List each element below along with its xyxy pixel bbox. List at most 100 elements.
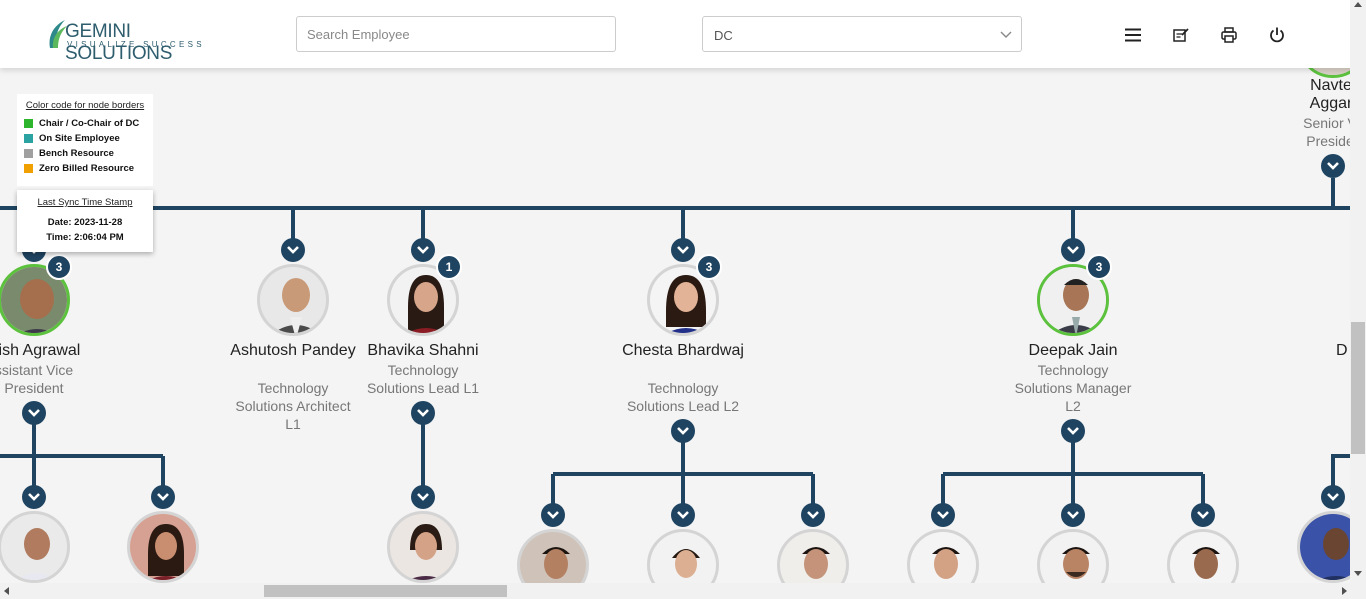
connector-lines — [0, 178, 1350, 506]
expand-button[interactable] — [541, 503, 565, 527]
employee-photo-chesta[interactable] — [647, 264, 719, 336]
color-legend: Color code for node borders Chair / Co-C… — [17, 94, 153, 186]
employee-photo[interactable] — [1297, 511, 1350, 583]
vertical-scrollbar[interactable] — [1350, 0, 1366, 583]
expand-button[interactable] — [281, 238, 305, 262]
expand-button[interactable] — [1191, 503, 1215, 527]
chevron-down-icon — [1327, 493, 1339, 501]
employee-photo[interactable] — [387, 511, 459, 583]
horizontal-scrollbar[interactable] — [0, 583, 1366, 599]
logo-tagline: VISUALIZE SUCCESS — [67, 40, 205, 49]
sync-timestamp-box: Last Sync Time Stamp Date: 2023-11-28 Ti… — [17, 190, 153, 252]
expand-button[interactable] — [671, 419, 695, 443]
avatar-icon — [260, 267, 326, 333]
employee-title: Technology Solutions Manager L2 — [1014, 362, 1132, 414]
print-button[interactable] — [1218, 24, 1240, 46]
employee-photo[interactable] — [127, 511, 199, 583]
employee-title: Technology Solutions Lead L1 — [366, 362, 480, 396]
department-select[interactable]: DC — [702, 16, 1022, 52]
chevron-down-icon — [417, 493, 429, 501]
top-header: GEMINI SOLUTIONS VISUALIZE SUCCESS DC — [0, 0, 1366, 68]
logout-button[interactable] — [1266, 24, 1288, 46]
employee-name[interactable]: Bhavika Shahni — [367, 342, 479, 359]
org-chart-canvas[interactable]: Navtes Aggarv Senior V Preside 3 nish Ag… — [0, 68, 1350, 583]
avatar-icon — [1040, 532, 1106, 583]
grey-swatch — [24, 149, 33, 158]
horizontal-scroll-thumb[interactable] — [264, 585, 507, 597]
power-icon — [1270, 27, 1284, 43]
avatar-icon — [1, 514, 67, 580]
expand-button[interactable] — [671, 238, 695, 262]
sync-time: Time: 2:06:04 PM — [46, 232, 124, 243]
expand-button[interactable] — [151, 485, 175, 509]
employee-name[interactable]: Chesta Bhardwaj — [622, 342, 744, 359]
chevron-down-icon — [417, 409, 429, 417]
gemini-logo[interactable]: GEMINI SOLUTIONS VISUALIZE SUCCESS — [47, 18, 217, 64]
chevron-down-icon — [1067, 511, 1079, 519]
employee-photo[interactable] — [777, 529, 849, 583]
scroll-up-arrow-icon[interactable] — [1354, 2, 1362, 7]
legend-item-zero-billed: Zero Billed Resource — [23, 161, 147, 176]
avatar-icon — [1300, 514, 1350, 580]
expand-button[interactable] — [1321, 154, 1345, 178]
expand-button[interactable] — [411, 238, 435, 262]
chevron-down-icon — [677, 511, 689, 519]
chevron-down-icon — [28, 409, 40, 417]
avatar-icon — [1170, 532, 1236, 583]
expand-button[interactable] — [411, 485, 435, 509]
employee-title: Technology Solutions Lead L2 — [626, 380, 740, 414]
employee-photo[interactable] — [907, 529, 979, 583]
employee-title: Technology Solutions Architect L1 — [235, 380, 351, 432]
employee-photo[interactable] — [647, 529, 719, 583]
expand-button[interactable] — [1061, 503, 1085, 527]
avatar-icon — [910, 532, 976, 583]
employee-name[interactable]: Navtes Aggarv — [1309, 77, 1350, 112]
vertical-scroll-thumb[interactable] — [1351, 322, 1365, 454]
expand-button[interactable] — [801, 503, 825, 527]
reportee-count-badge: 3 — [1086, 254, 1112, 280]
search-employee-input[interactable] — [296, 16, 616, 52]
expand-button[interactable] — [1061, 238, 1085, 262]
reportee-count-badge: 1 — [436, 254, 462, 280]
sync-title: Last Sync Time Stamp — [37, 197, 133, 208]
menu-button[interactable] — [1122, 24, 1144, 46]
employee-name[interactable]: nish Agrawal — [0, 342, 81, 359]
employee-name[interactable]: D — [1336, 342, 1348, 359]
legend-item-onsite: On Site Employee — [23, 131, 147, 146]
teal-swatch — [24, 134, 33, 143]
avatar-icon — [390, 514, 456, 580]
scroll-down-arrow-icon[interactable] — [1354, 571, 1362, 576]
print-icon — [1221, 27, 1237, 43]
chevron-down-icon — [677, 246, 689, 254]
employee-name[interactable]: Deepak Jain — [1028, 342, 1118, 359]
employee-photo[interactable] — [1167, 529, 1239, 583]
chevron-down-icon — [937, 511, 949, 519]
expand-button[interactable] — [1061, 419, 1085, 443]
legend-title: Color code for node borders — [25, 100, 145, 111]
expand-button[interactable] — [671, 503, 695, 527]
expand-button[interactable] — [1321, 485, 1345, 509]
employee-photo[interactable] — [0, 511, 70, 583]
avatar-icon — [650, 267, 716, 333]
chevron-down-icon — [807, 511, 819, 519]
edit-note-button[interactable] — [1170, 24, 1192, 46]
chevron-down-icon — [1067, 246, 1079, 254]
expand-button[interactable] — [411, 401, 435, 425]
employee-photo[interactable] — [1037, 529, 1109, 583]
chevron-down-icon — [677, 427, 689, 435]
sync-date: Date: 2023-11-28 — [47, 217, 123, 228]
expand-button[interactable] — [22, 401, 46, 425]
employee-photo[interactable] — [517, 529, 589, 583]
legend-item-chair: Chair / Co-Chair of DC — [23, 116, 147, 131]
reportee-count-badge: 3 — [46, 254, 72, 280]
avatar-icon — [520, 532, 586, 583]
employee-name[interactable]: Ashutosh Pandey — [230, 342, 356, 359]
expand-button[interactable] — [22, 485, 46, 509]
logo-name: GEMINI SOLUTIONS — [65, 21, 173, 64]
edit-note-icon — [1173, 28, 1189, 42]
employee-photo-ashutosh[interactable] — [257, 264, 329, 336]
avatar-icon — [1300, 68, 1350, 75]
scroll-right-arrow-icon[interactable] — [1342, 587, 1347, 595]
expand-button[interactable] — [931, 503, 955, 527]
scroll-left-arrow-icon[interactable] — [4, 587, 9, 595]
